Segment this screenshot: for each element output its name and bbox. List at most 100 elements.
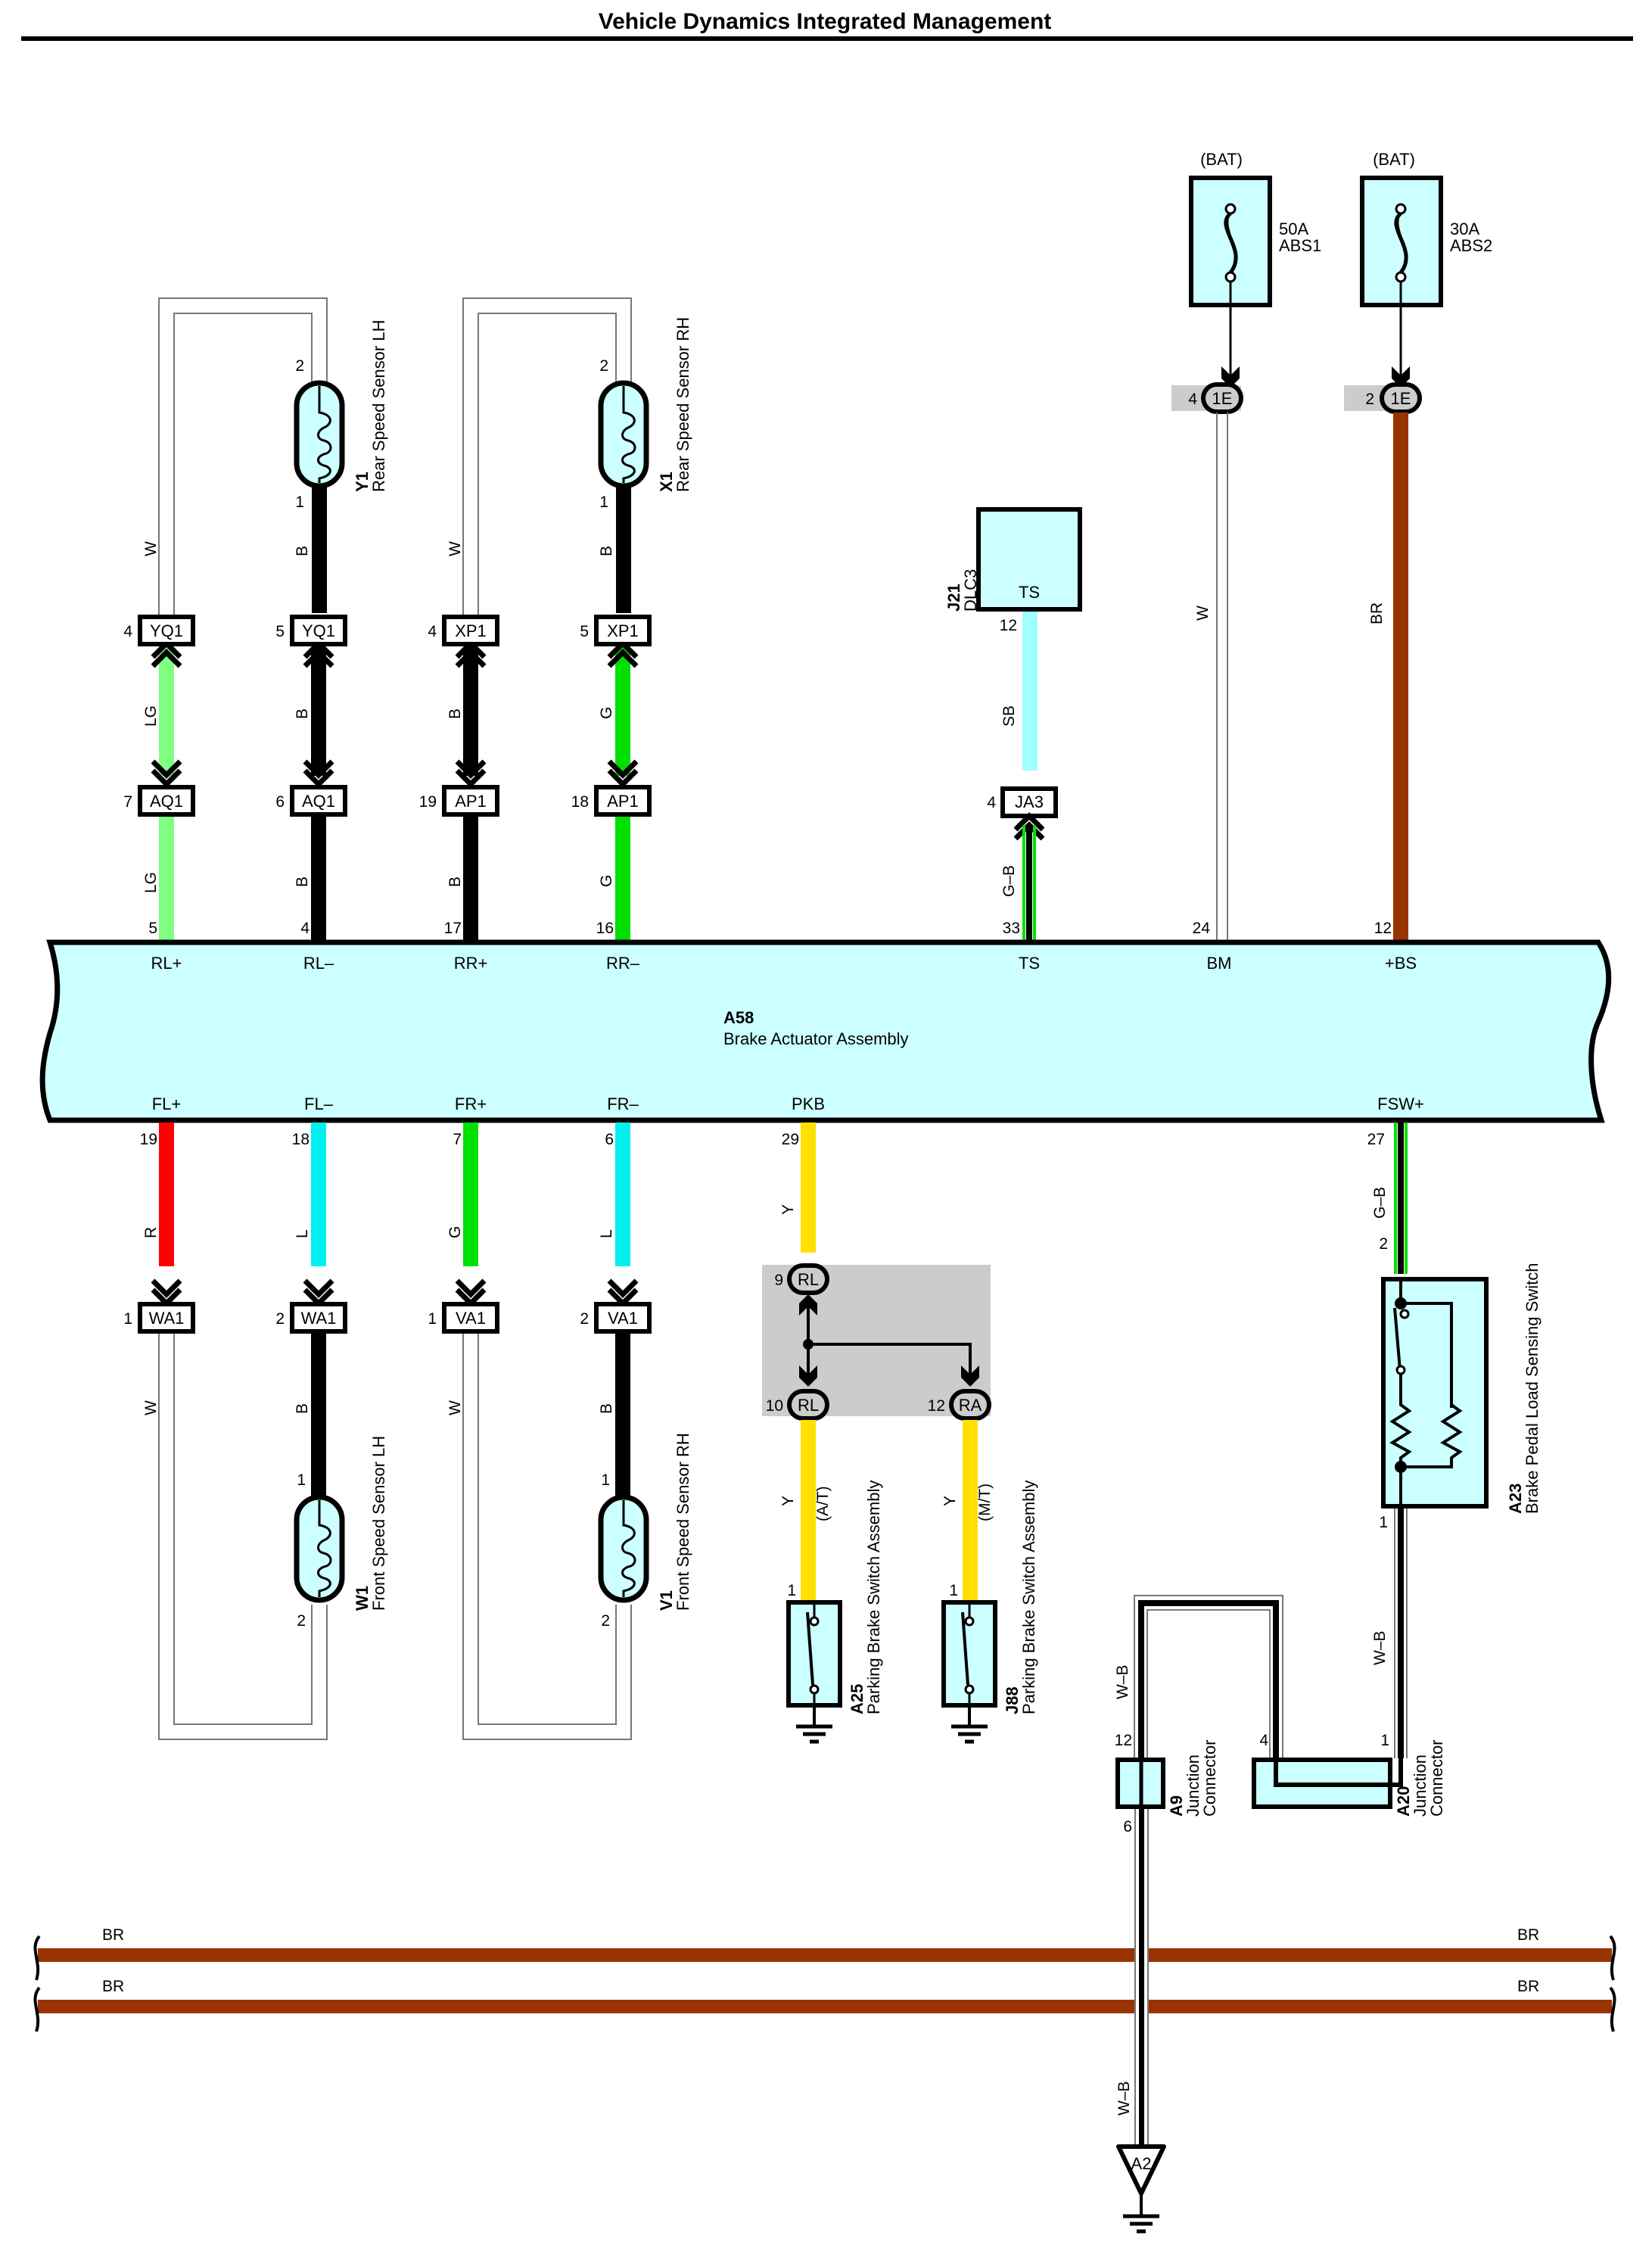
wire-label: B [446,876,464,887]
connector-wa1-1: WA1 1 [123,1302,195,1334]
a58-pin: 7 [453,1131,462,1148]
wire-label: LG [142,872,160,893]
dlc3: TS J21 DLC3 12 SB JA3 4 G–B [944,507,1082,942]
bus-wire-2: BR BR [33,1978,1616,2032]
a58-terminal-RL–: RL– [303,954,334,973]
svg-text:ABS2: ABS2 [1450,236,1492,255]
a58-pin: 18 [292,1131,310,1148]
wire-label: B [294,876,311,887]
svg-text:G–B: G–B [1000,865,1018,897]
connector-aq1-6: AQ1 6 [275,785,347,817]
svg-text:WA1: WA1 [149,1309,185,1328]
svg-text:4: 4 [123,623,132,640]
svg-text:18: 18 [571,793,589,811]
svg-text:VA1: VA1 [456,1309,486,1328]
a58-terminal-FL+: FL+ [152,1094,182,1113]
svg-text:W–B: W–B [1114,1664,1131,1699]
svg-text:10: 10 [766,1397,783,1415]
svg-text:4: 4 [1259,1732,1268,1749]
a58-terminal-RL+: RL+ [151,954,182,973]
svg-text:6: 6 [1123,1818,1132,1835]
svg-text:XP1: XP1 [455,621,487,640]
svg-text:W–B: W–B [1371,1630,1389,1665]
svg-text:4: 4 [428,623,437,640]
svg-text:1: 1 [297,1471,306,1489]
x1-sensor-wire-color: B [598,546,615,556]
a20-line2: Connector [1427,1739,1446,1817]
x1-pin-bottom: 1 [599,494,608,511]
ground-a2-circuit: W–B A2 [1115,1809,1166,2231]
v1-name: Front Speed Sensor RH [674,1433,692,1611]
a58-pin: 5 [148,920,157,937]
svg-text:SB: SB [1000,705,1018,727]
a58-pin: 12 [1374,920,1392,937]
x1-pin-top: 2 [599,357,608,375]
svg-text:G: G [446,1226,464,1238]
y1-id: Y1 [353,472,372,492]
a58-terminal-TS: TS [1019,954,1040,973]
svg-text:W: W [142,1400,160,1415]
a58-terminal-BM: BM [1207,954,1232,973]
connector-va1-1: VA1 1 [428,1302,499,1334]
wire-label: B [294,708,311,719]
a58-terminal-FR–: FR– [607,1094,639,1113]
connector-ja3: JA3 [1015,792,1044,811]
x1-id: X1 [657,472,676,492]
svg-text:RL: RL [798,1396,819,1415]
svg-text:2: 2 [580,1310,589,1328]
connector-yq1-4: YQ1 4 [123,615,195,646]
svg-text:Y: Y [941,1496,959,1506]
svg-text:R: R [142,1227,160,1238]
wire-label: B [446,708,464,719]
a58-name: Brake Actuator Assembly [723,1029,909,1048]
svg-text:W: W [446,1400,464,1415]
svg-text:2: 2 [1365,391,1374,408]
a25-name: Parking Brake Switch Assembly [864,1481,883,1714]
svg-text:AQ1: AQ1 [302,792,335,811]
svg-text:AP1: AP1 [607,792,639,811]
svg-text:RA: RA [959,1396,982,1415]
svg-text:AQ1: AQ1 [150,792,183,811]
a9-id: A9 [1167,1795,1186,1817]
connector-yq1-5: YQ1 5 [275,615,347,646]
ground-a2: A2 [1116,2144,1166,2196]
j88-name: Parking Brake Switch Assembly [1019,1481,1038,1714]
wb-wire-a23-a20: W–B [1371,1509,1408,1758]
wire-label: LG [142,705,160,727]
bus-wire-1: BR BR [33,1926,1616,1981]
svg-text:4: 4 [1188,391,1197,408]
svg-text:12: 12 [1000,617,1017,634]
a58-terminal-RR–: RR– [606,954,640,973]
svg-text:6: 6 [275,793,285,811]
a20-id: A20 [1394,1786,1413,1817]
svg-text:5: 5 [580,623,589,640]
svg-text:1: 1 [1380,1732,1389,1749]
svg-text:W–B: W–B [1115,2081,1133,2116]
svg-text:12: 12 [928,1397,945,1415]
svg-text:2: 2 [601,1612,610,1630]
svg-text:2: 2 [275,1310,285,1328]
a58-pin: 33 [1003,920,1020,937]
rear-sensor-rh-circuit: 2 1 X1 Rear Speed Sensor RH W B [446,297,692,621]
a58-terminal-PKB: PKB [792,1094,825,1113]
a58-pin: 4 [300,920,310,937]
wire-label: G [598,875,615,887]
w1-name: Front Speed Sensor LH [369,1436,388,1611]
front-sensor-rh-circuit: 1 2 V1 Front Speed Sensor RH W B [446,1334,692,1740]
svg-text:1: 1 [787,1582,796,1599]
svg-text:VA1: VA1 [608,1309,638,1328]
svg-text:1: 1 [601,1471,610,1489]
svg-text:YQ1: YQ1 [302,621,335,640]
a58-pin: 17 [444,920,462,937]
a58-terminal-+BS: +BS [1385,954,1417,973]
svg-text:19: 19 [419,793,437,811]
svg-text:Y: Y [779,1204,797,1215]
rear-sensor-lh-circuit: 2 1 Y1 Rear Speed Sensor LH W B [142,297,388,621]
svg-text:1: 1 [123,1310,132,1328]
junction-ra-12: RA 12 [928,1389,991,1421]
a58-pin: 16 [596,920,614,937]
svg-text:W: W [1194,606,1212,621]
svg-text:BR: BR [1368,602,1386,624]
connector-xp1-4: XP1 4 [428,615,499,646]
